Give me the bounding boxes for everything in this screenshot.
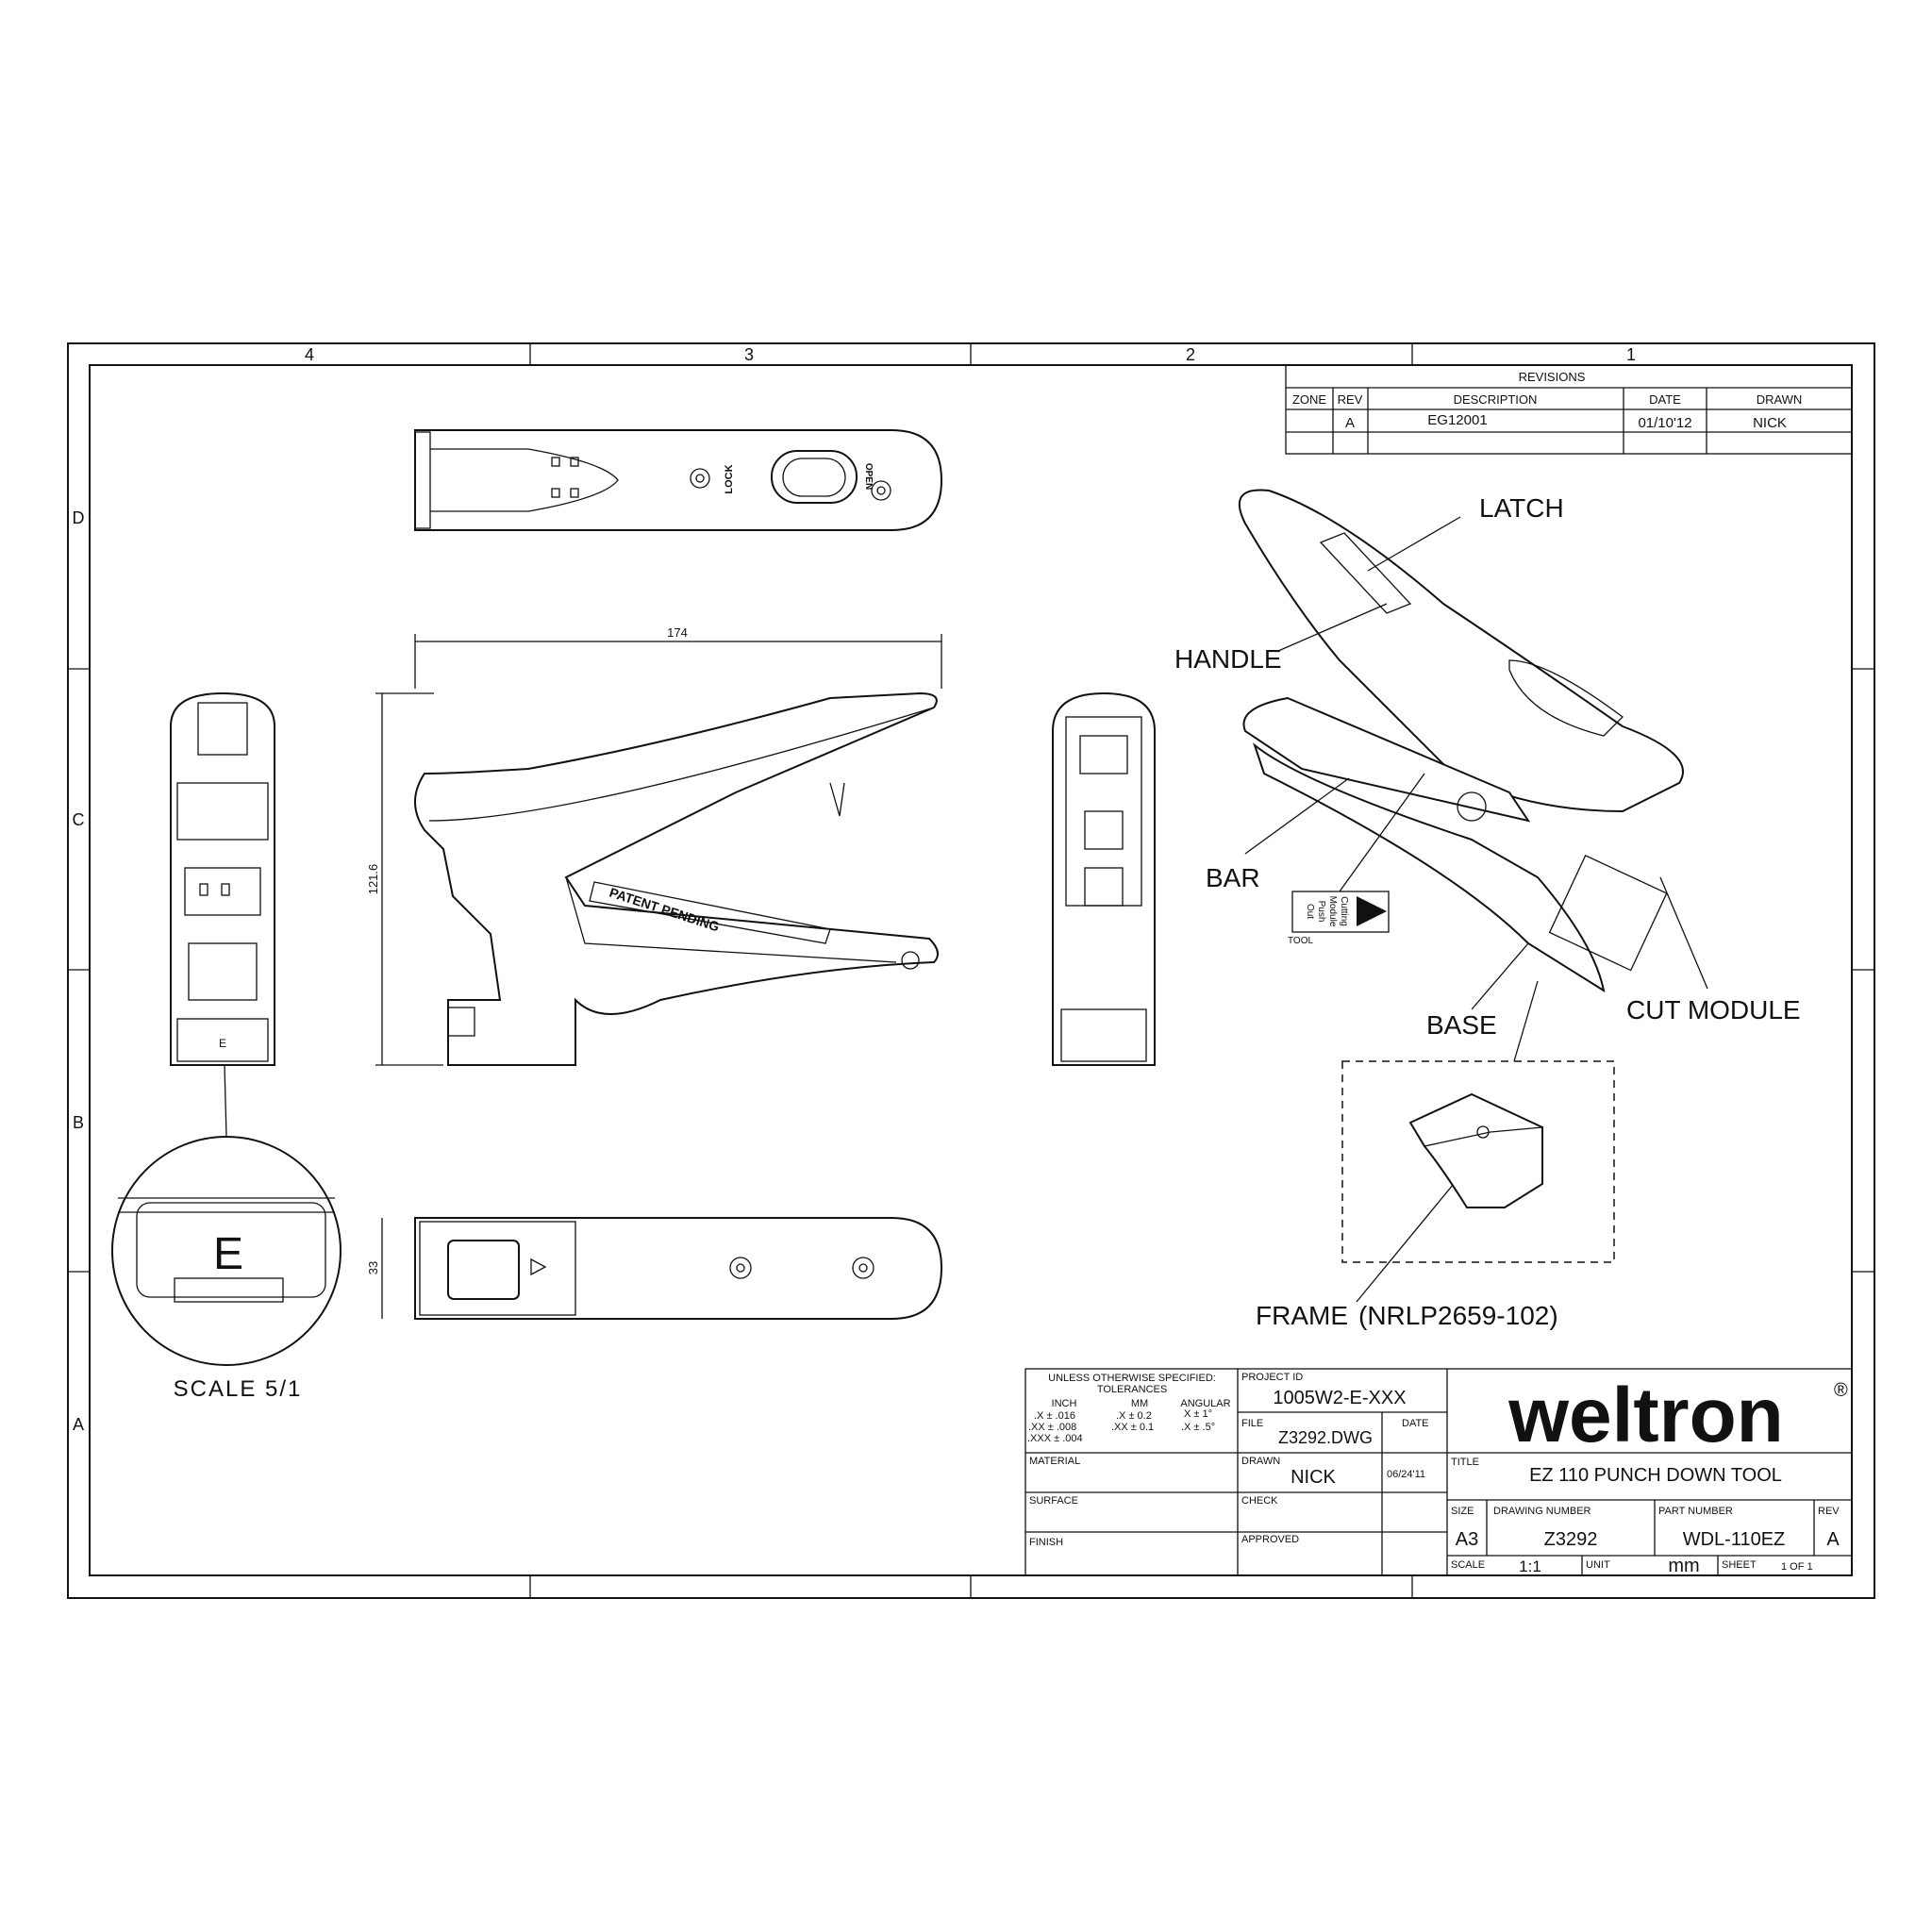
zone-top-3: 3 [744, 345, 754, 364]
date-label: DATE [1402, 1418, 1429, 1429]
rev-header-description: DESCRIPTION [1454, 392, 1538, 407]
rev-value: A [1826, 1529, 1840, 1550]
zone-side-a: A [73, 1415, 84, 1434]
size-label: SIZE [1451, 1506, 1474, 1517]
unit-label: UNIT [1586, 1559, 1610, 1571]
svg-text:Cutting: Cutting [1339, 896, 1349, 926]
callout-latch: LATCH [1479, 493, 1564, 523]
tol-ang-2: .X ± .5° [1181, 1422, 1215, 1433]
rev-row-rev: A [1345, 415, 1355, 431]
rev-header-rev: REV [1338, 392, 1363, 407]
callout-cut-module: CUT MODULE [1626, 995, 1801, 1024]
drawn-date: 06/24'11 [1387, 1469, 1425, 1480]
scale-value: 1:1 [1519, 1557, 1541, 1575]
dimension-length: 174 [667, 625, 688, 640]
tol-header-inch: INCH [1052, 1398, 1077, 1409]
surface-label: SURFACE [1029, 1495, 1078, 1507]
project-id-value: 1005W2-E-XXX [1273, 1388, 1406, 1408]
tool-caption: TOOL [1288, 936, 1313, 946]
approved-label: APPROVED [1241, 1534, 1299, 1545]
finish-label: FINISH [1029, 1537, 1063, 1548]
zone-top-2: 2 [1186, 345, 1195, 364]
right-end-view [1052, 691, 1156, 1066]
tool-label-box [1291, 891, 1390, 933]
tol-mm-2: .XX ± 0.1 [1111, 1422, 1154, 1433]
tolerances-heading: UNLESS OTHERWISE SPECIFIED: [1048, 1373, 1216, 1384]
tol-inch-3: .XXX ± .004 [1027, 1433, 1083, 1444]
frame-detail-box [1341, 1060, 1615, 1263]
tol-mm-1: .X ± 0.2 [1116, 1410, 1152, 1422]
zone-dividers [68, 343, 1874, 1598]
rev-header-drawn: DRAWN [1757, 392, 1803, 407]
size-value: A3 [1456, 1529, 1478, 1550]
rev-header-zone: ZONE [1292, 392, 1326, 407]
callout-frame: FRAME [1256, 1301, 1348, 1330]
revisions-table: REVISIONS ZONE REV DESCRIPTION DATE DRAW… [1285, 364, 1853, 455]
detail-view-e: E SCALE 5/1 [111, 1136, 341, 1402]
tol-inch-1: .X ± .016 [1034, 1410, 1075, 1422]
part-number-label: PART NUMBER [1658, 1506, 1733, 1517]
tolerances-subheading: TOLERANCES [1097, 1384, 1167, 1395]
sheet-label: SHEET [1722, 1559, 1757, 1571]
drawn-value: NICK [1291, 1467, 1336, 1488]
tol-header-angular: ANGULAR [1180, 1398, 1230, 1409]
file-label: FILE [1241, 1418, 1263, 1429]
svg-text:Out: Out [1305, 904, 1315, 919]
open-label: OPEN [863, 463, 874, 490]
zone-top-1: 1 [1626, 345, 1636, 364]
callout-labels: LATCH HANDLE BAR BASE CUT MODULE FRAME (… [1174, 493, 1801, 1330]
lock-label: LOCK [724, 464, 735, 493]
zone-top-4: 4 [305, 345, 314, 364]
detail-letter-e: E [213, 1229, 243, 1279]
zone-side-b: B [73, 1113, 84, 1132]
rev-row-drawn: NICK [1753, 415, 1787, 431]
left-end-view: E [170, 691, 275, 1138]
callout-frame-part: (NRLP2659-102) [1358, 1301, 1558, 1330]
callout-bar: BAR [1206, 863, 1260, 892]
isometric-view: Cutting Module Push Out TOOL LATCH HANDL… [1174, 489, 1801, 1330]
svg-text:Push: Push [1316, 901, 1326, 923]
tol-ang-1: X ± 1° [1184, 1408, 1212, 1420]
tol-inch-2: .XX ± .008 [1028, 1422, 1076, 1433]
detail-scale-label: SCALE 5/1 [174, 1376, 303, 1402]
dimension-width: 33 [366, 1261, 380, 1274]
drawing-title: EZ 110 PUNCH DOWN TOOL [1529, 1465, 1782, 1486]
tool-label-text: Cutting Module Push Out [1305, 896, 1349, 927]
title-label: TITLE [1451, 1457, 1479, 1468]
file-value: Z3292.DWG [1278, 1428, 1373, 1447]
callout-handle: HANDLE [1174, 644, 1282, 674]
sheet-value: 1 OF 1 [1781, 1561, 1813, 1573]
title-block: UNLESS OTHERWISE SPECIFIED: TOLERANCES I… [1024, 1368, 1853, 1576]
detail-marker-e: E [219, 1037, 226, 1050]
weltron-logo: weltron [1507, 1373, 1784, 1458]
part-number-value: WDL-110EZ [1683, 1529, 1786, 1550]
bottom-view: 33 [366, 1217, 943, 1320]
material-label: MATERIAL [1029, 1456, 1080, 1467]
rev-row-description: EG12001 [1427, 412, 1487, 428]
registered-mark: ® [1834, 1380, 1848, 1401]
rev-header-date: DATE [1649, 392, 1681, 407]
dimension-height: 121.6 [366, 864, 380, 895]
svg-text:Module: Module [1327, 896, 1338, 927]
callout-base: BASE [1426, 1010, 1497, 1040]
drawn-label: DRAWN [1241, 1456, 1280, 1467]
drawing-number-label: DRAWING NUMBER [1493, 1506, 1591, 1517]
side-view: 174 121.6 PATENT PENDING [366, 625, 942, 1066]
revisions-title: REVISIONS [1519, 370, 1586, 384]
zone-side-c: C [73, 810, 85, 829]
tol-header-mm: MM [1131, 1398, 1148, 1409]
top-view: LOCK OPEN [414, 429, 943, 531]
zone-side-d: D [73, 508, 85, 527]
rev-row-date: 01/10'12 [1638, 415, 1691, 431]
project-id-label: PROJECT ID [1241, 1372, 1303, 1383]
rev-label: REV [1818, 1506, 1840, 1517]
check-label: CHECK [1241, 1495, 1278, 1507]
drawing-number-value: Z3292 [1544, 1529, 1598, 1550]
unit-value: mm [1668, 1556, 1699, 1576]
scale-label: SCALE [1451, 1559, 1485, 1571]
